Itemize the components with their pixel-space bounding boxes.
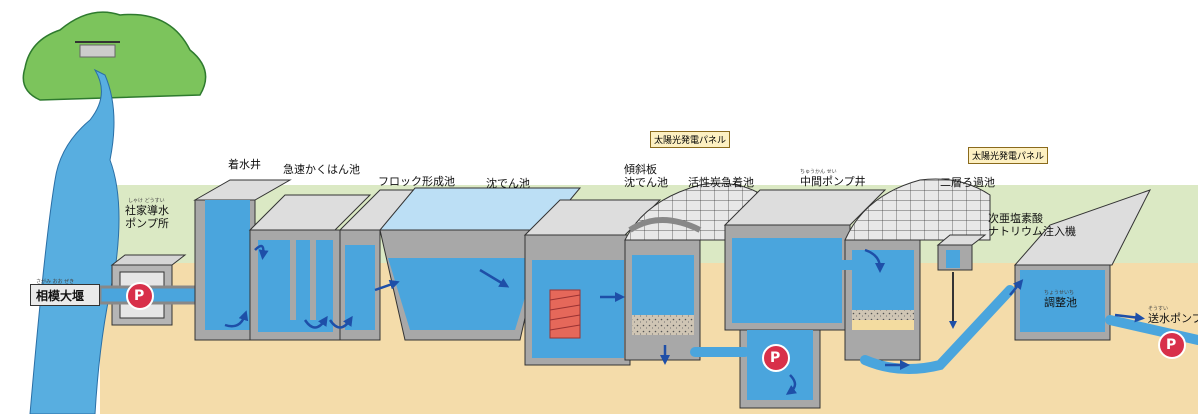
delivery-pump-label: 送水ポンプ: [1148, 312, 1198, 325]
delivery-pump-ruby: そうすい: [1148, 306, 1169, 312]
dam-ruby: さがみ おお ぜき: [36, 279, 75, 285]
hypochlorite-label: 次亜塩素酸 ナトリウム注入機: [988, 212, 1076, 238]
activated-carbon-basin: [624, 182, 771, 361]
receiving-well: [193, 179, 292, 341]
inclined-plate-basin: [523, 199, 662, 366]
adjustment-pond: [1013, 189, 1152, 341]
intake-pump-label: 社家導水 ポンプ所: [125, 204, 169, 230]
hypochlorite-injector: [936, 234, 987, 329]
adjustment-pond-ruby: ちょうせいち: [1044, 290, 1075, 296]
solar-panel-label-1: 太陽光発電パネル: [650, 131, 731, 148]
double-filter-label: 二層ろ過池: [940, 176, 995, 189]
pump-icon-intake: P: [134, 288, 145, 304]
double-filter: [844, 178, 991, 361]
mountain: [22, 11, 207, 101]
sedimentation-label: 沈でん池: [486, 177, 530, 190]
pump-icons: [126, 282, 1186, 372]
sedimentation-basin: [378, 187, 582, 341]
solar-panel-label-2: 太陽光発電パネル: [968, 147, 1049, 164]
mid-pump-well: [723, 189, 887, 409]
dam-structure: [79, 44, 116, 58]
floc-tank: [338, 189, 432, 341]
rapid-mix-label: 急速かくはん池: [283, 163, 360, 176]
dam-label: 相模大堰: [36, 289, 85, 303]
receiving-well-label: 着水井: [228, 158, 261, 171]
pump-icon-delivery: P: [1166, 337, 1177, 353]
flow-arrows: [224, 244, 1145, 395]
pump-icon-mid: P: [770, 350, 781, 366]
intake-pump-ruby: しゃけ どうすい: [128, 198, 165, 204]
mid-pump-well-ruby: ちゅうかん せい: [800, 169, 837, 175]
rapid-mix-tank: [248, 194, 372, 341]
dam-label-box: [30, 284, 100, 306]
adjustment-pond-label: 調整池: [1044, 296, 1077, 309]
inclined-plate-label: 傾斜板 沈でん池: [624, 163, 668, 189]
floc-label: フロック形成池: [378, 175, 455, 188]
activated-carbon-label: 活性炭急着池: [688, 176, 754, 189]
mid-pump-well-label: 中間ポンプ井: [800, 175, 866, 188]
